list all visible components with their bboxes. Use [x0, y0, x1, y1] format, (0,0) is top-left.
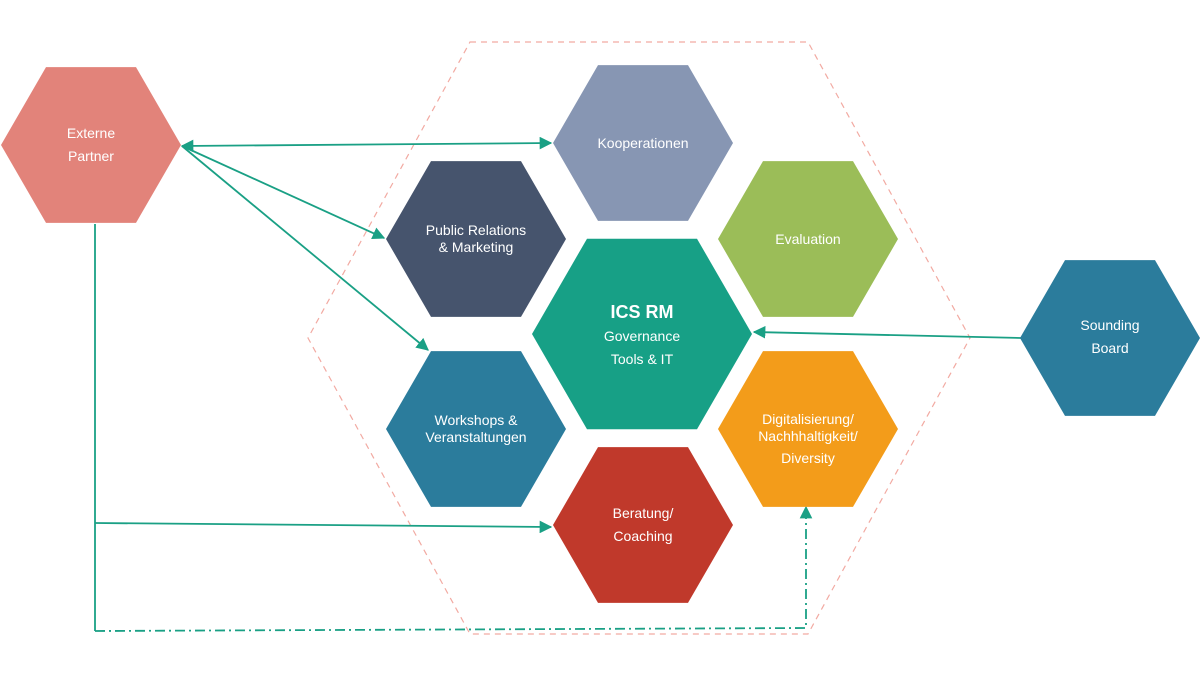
outer-dashed-hexagon [307, 41, 971, 635]
label-line: Coaching [613, 528, 672, 544]
label-line: Beratung/ [613, 505, 674, 521]
label-line: Sounding [1080, 317, 1139, 333]
label-line: Partner [68, 148, 114, 164]
label-line: & Marketing [439, 239, 514, 255]
label-line: Workshops & [435, 412, 519, 428]
hex-shape [1020, 260, 1200, 416]
label-line: Evaluation [775, 231, 840, 247]
label-line: Digitalisierung/ [762, 411, 854, 427]
label-beratung: Beratung/Coaching [613, 505, 674, 544]
connector-externe-public-relations [181, 145, 386, 240]
connector-sounding-center [752, 325, 1022, 339]
label-line: Tools & IT [611, 351, 674, 367]
label-public-relations: Public Relations& Marketing [426, 222, 526, 255]
hex-shape [553, 65, 733, 221]
label-line: Kooperationen [597, 135, 688, 151]
label-line: Veranstaltungen [425, 429, 526, 445]
label-line: Externe [67, 125, 115, 141]
connectors [94, 136, 1022, 632]
label-kooperationen: Kooperationen [597, 135, 688, 151]
hex-shape [553, 447, 733, 603]
label-line: Nachhhaltigkeit/ [758, 428, 858, 444]
label-workshops: Workshops &Veranstaltungen [425, 412, 526, 445]
label-line: Board [1091, 340, 1128, 356]
label-line: Diversity [781, 450, 835, 466]
label-evaluation: Evaluation [775, 231, 840, 247]
hex-evaluation: Evaluation [718, 161, 898, 317]
connector-externe-beratung [94, 520, 553, 534]
hex-workshops: Workshops &Veranstaltungen [386, 351, 566, 507]
label-digitalisierung: Digitalisierung/Nachhhaltigkeit/Diversit… [758, 411, 858, 466]
hex-shape [386, 351, 566, 507]
hex-shape [1, 67, 181, 223]
connector-externe-kooperationen [180, 136, 553, 153]
label-line: Public Relations [426, 222, 526, 238]
connector-externe-workshops [181, 145, 429, 351]
hex-shape [718, 351, 898, 507]
hex-shape [386, 161, 566, 317]
hex-kooperationen: Kooperationen [553, 65, 733, 221]
center-title: ICS RM [611, 302, 674, 322]
hex-shape [532, 238, 752, 430]
hex-digitalisierung: Digitalisierung/Nachhhaltigkeit/Diversit… [718, 351, 898, 507]
hex-public-relations: Public Relations& Marketing [386, 161, 566, 317]
hex-shape [718, 161, 898, 317]
hex-beratung: Beratung/Coaching [553, 447, 733, 603]
label-line: Governance [604, 328, 680, 344]
